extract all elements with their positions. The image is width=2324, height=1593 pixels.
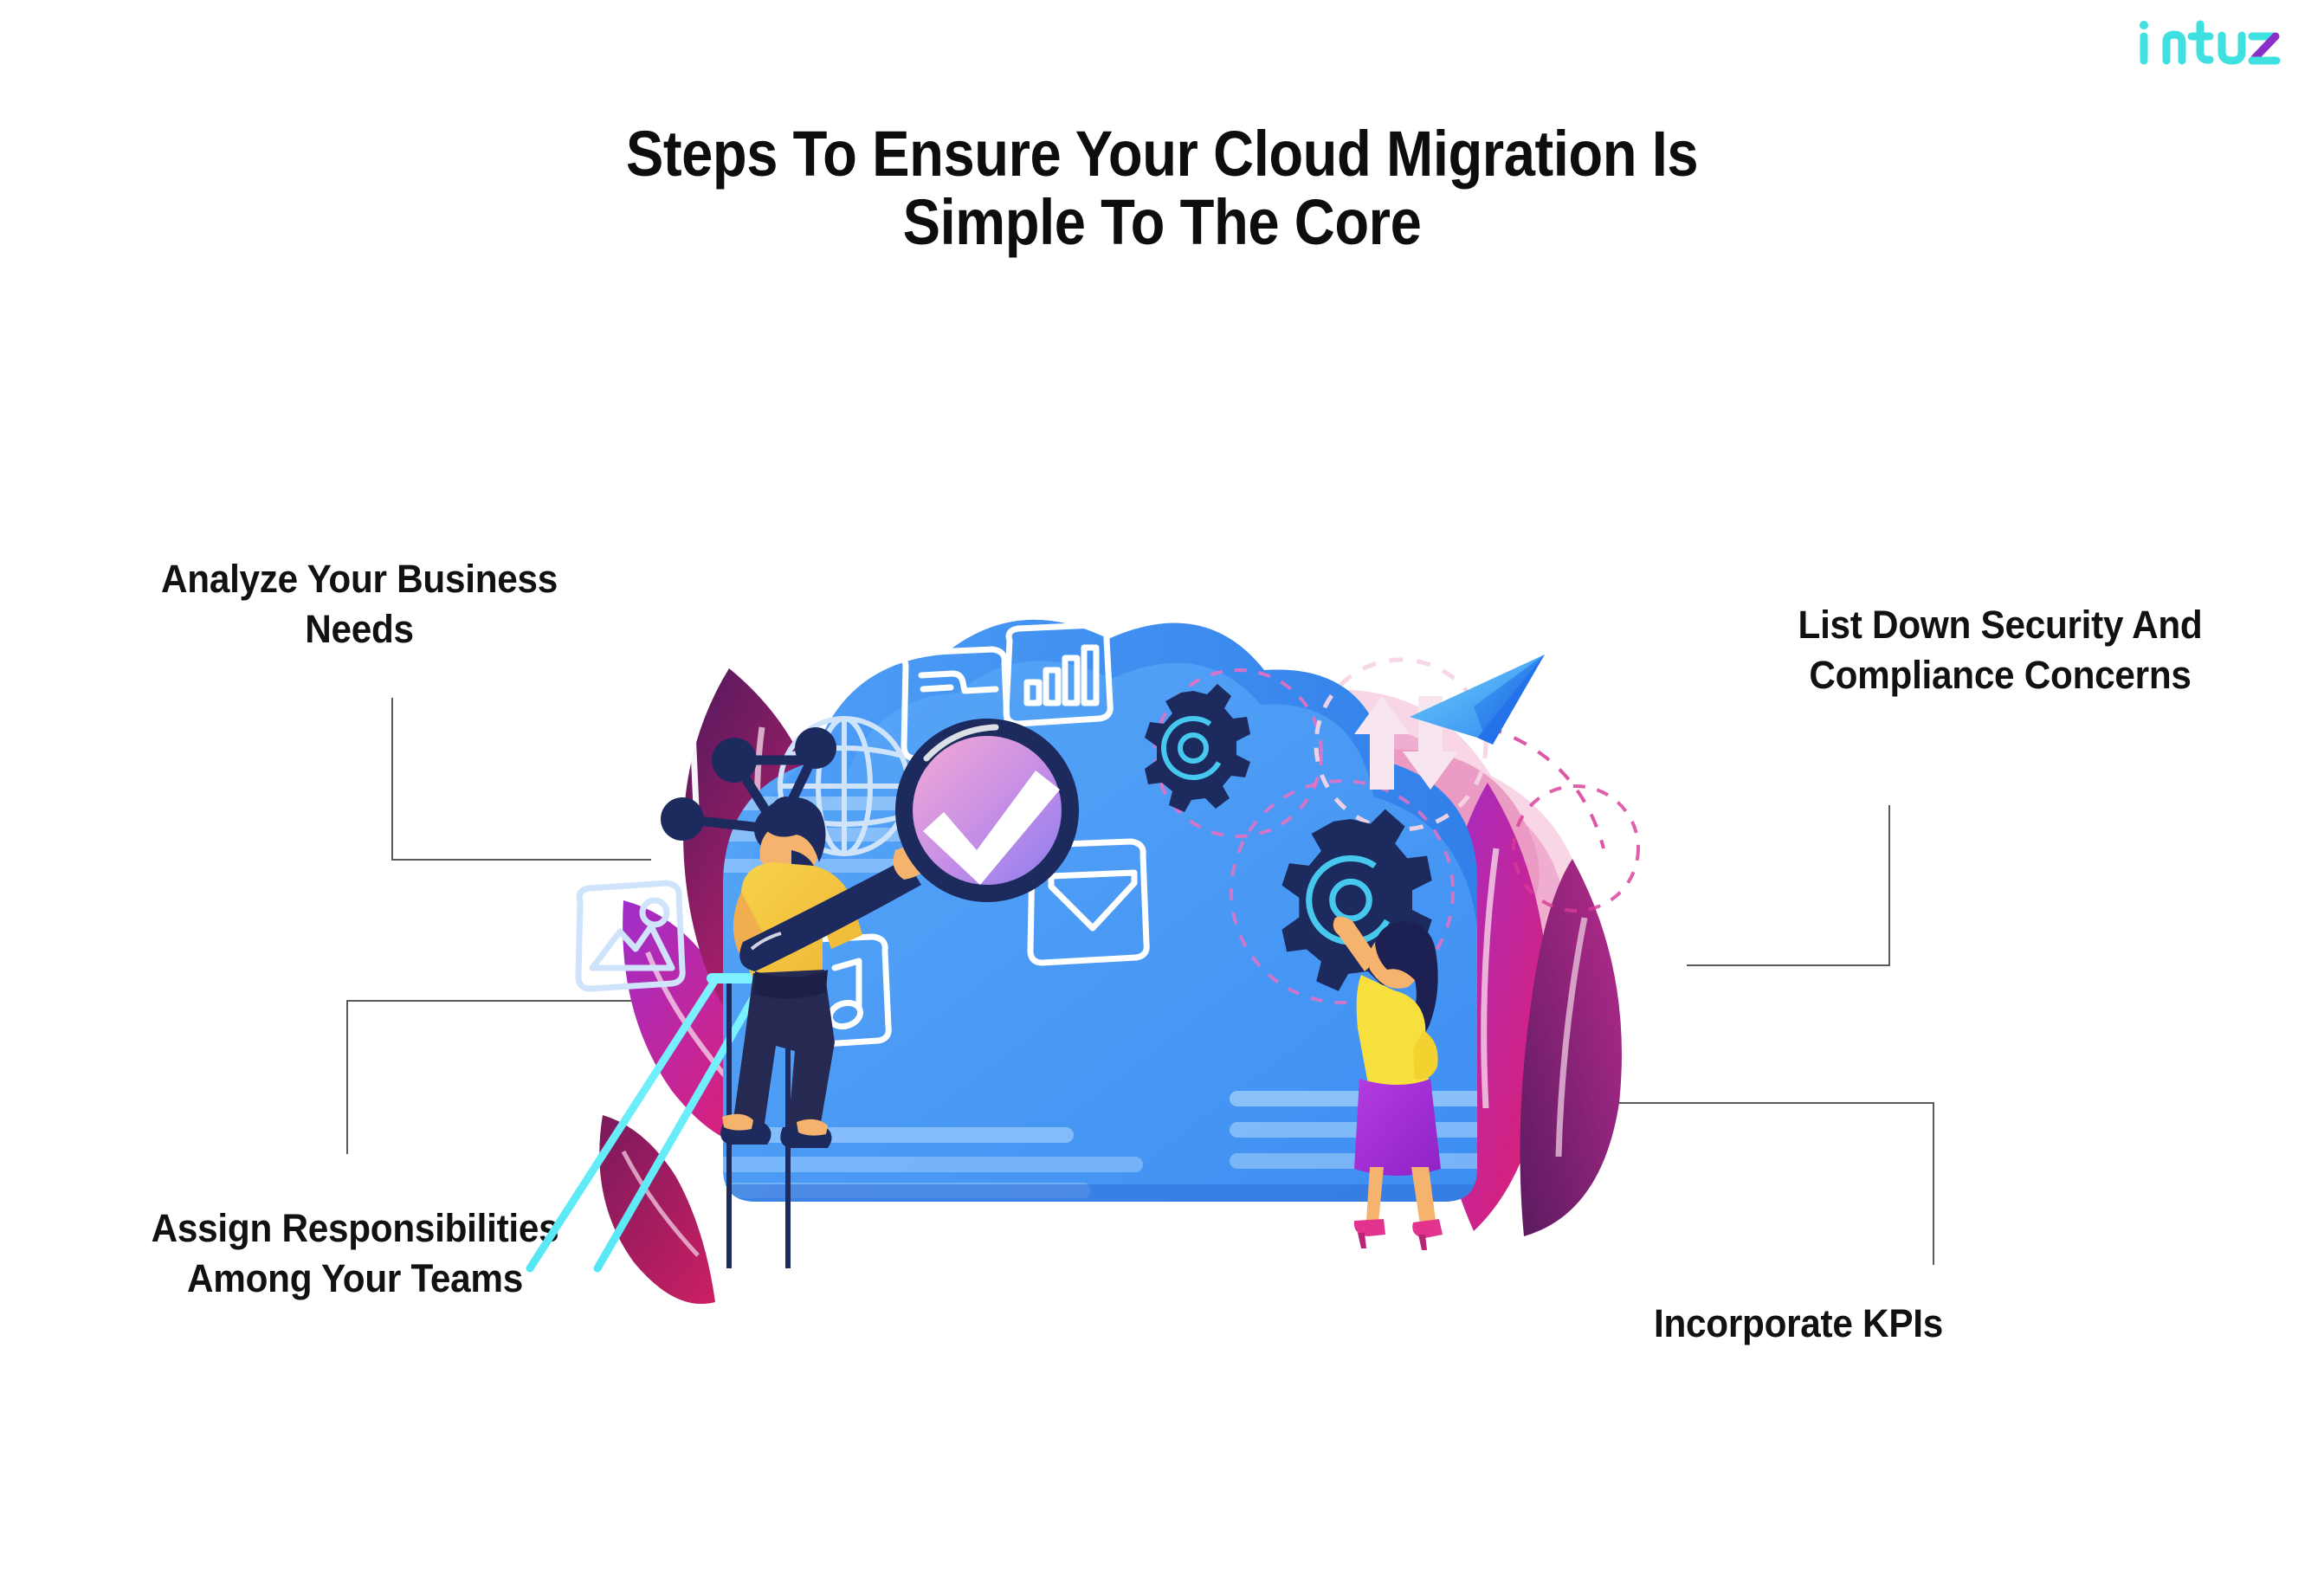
orbit-arrows [1314,657,1488,832]
connector-assign-vertical [346,1000,348,1154]
man-trousers [733,970,835,1132]
leaf-vein [621,1150,700,1257]
orbit-right [1512,784,1640,913]
node [661,797,704,841]
connector-analyze-horizontal [391,859,651,861]
page-title-line2: Simple To The Core [902,186,1422,259]
heel-right [1418,1235,1427,1250]
heel-left [1358,1233,1366,1248]
page-title-line1: Steps To Ensure Your Cloud Migration Is [625,117,1699,190]
woman-pointing-figure [1333,916,1443,1250]
connector-kpis-horizontal [1578,1102,1934,1104]
callout-assign-responsibilities: Assign Responsibilities Among Your Teams [151,1206,559,1300]
woman-top [1356,975,1429,1087]
page-title: Steps To Ensure Your Cloud Migration Is … [139,119,2185,258]
node [712,738,757,783]
leaf-vein [1555,917,1588,1158]
magnifier-handle [739,859,921,971]
intuz-logo[interactable] [2137,19,2284,68]
ladder [526,976,768,1273]
magnifying-glass-check [895,719,1079,902]
cloud-top-rim [751,619,1478,928]
man-ankle-left [722,1113,753,1131]
check-mark-icon [923,771,1060,885]
woman-leg-left [1366,1167,1384,1222]
arrow-down-icon [1403,696,1458,790]
cloud-migration-illustration [526,485,1766,1305]
man-on-ladder-figure [720,727,933,1148]
gear-small-icon [1145,684,1250,812]
man-waist [753,970,828,999]
logo-i-dot [2140,21,2148,29]
connector-assign-horizontal [346,1000,645,1002]
illustration-svg [526,619,1640,1305]
transfer-arrows-icon [1354,696,1458,790]
intuz-logo-mark [2140,20,2281,65]
woman-shoe-left [1353,1219,1385,1236]
woman-shoe-right [1412,1219,1443,1238]
paper-plane-icon [1410,655,1545,745]
orbit-small [1153,668,1323,838]
woman-arm-up [1333,916,1378,971]
man-headset-mic [795,727,836,769]
leaf-vein [1481,848,1500,1109]
callout-analyze-business-needs: Analyze Your Business Needs [161,557,558,651]
leaf-right-outer [1520,859,1622,1236]
connector-kpis-vertical [1933,1102,1934,1265]
handle-highlight [750,932,782,951]
callout-security-compliance: List Down Security And Compliance Concer… [1798,603,2203,697]
man-headset-cup [771,796,802,828]
arrow-up-icon [1354,696,1410,790]
connector-security-horizontal [1687,964,1890,966]
image-icon [575,880,686,992]
woman-arm-hip [1413,1030,1438,1080]
callout-incorporate-kpis: Incorporate KPIs [1654,1301,1943,1345]
woman-skirt [1354,1079,1441,1176]
man-ankle-right [797,1119,828,1136]
magnifier-glint [923,724,999,762]
woman-hair [1375,921,1438,1044]
orbit-large [1230,779,1455,1004]
connector-security-vertical [1888,805,1890,966]
connector-analyze-vertical [391,698,393,861]
woman-leg-right [1411,1167,1436,1224]
